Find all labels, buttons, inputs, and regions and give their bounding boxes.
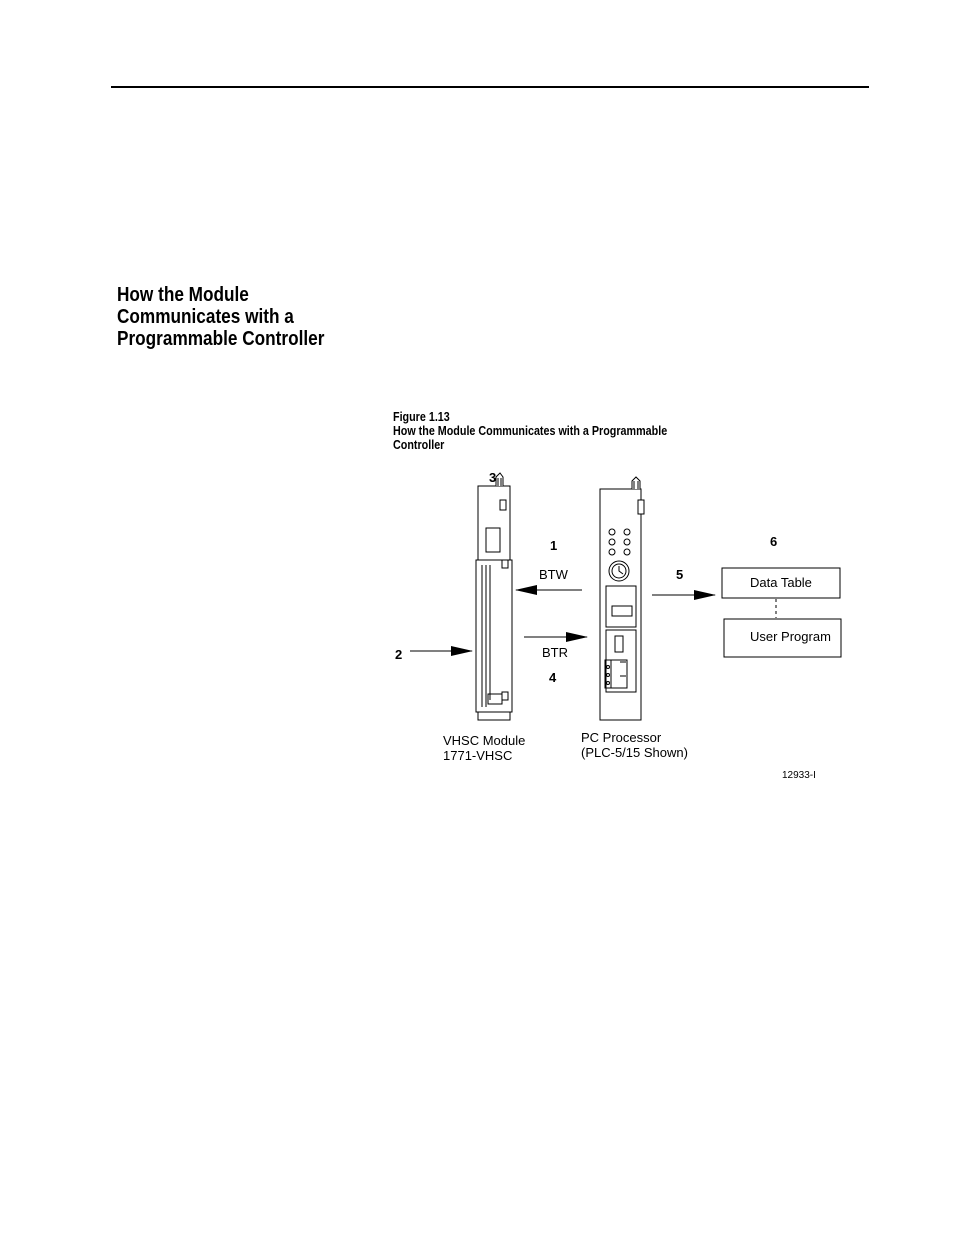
section-heading: How the Module Communicates with a Progr… — [117, 284, 341, 350]
figure-caption: Figure 1.13 How the Module Communicates … — [393, 410, 667, 452]
pc-processor-caption-line-2: (PLC-5/15 Shown) — [581, 745, 688, 760]
vhsc-module-caption-line-2: 1771-VHSC — [443, 748, 512, 763]
figure-title-line-1: How the Module Communicates with a Progr… — [393, 424, 668, 438]
btw-label: BTW — [539, 567, 569, 582]
data-table-label: Data Table — [750, 575, 812, 590]
data-table-box — [721, 567, 841, 599]
btr-label: BTR — [542, 645, 568, 660]
section-heading-line-1: How the Module — [117, 284, 249, 306]
step-5-label: 5 — [676, 567, 683, 582]
step-6-label: 6 — [770, 534, 777, 549]
figure-number: Figure 1.13 — [393, 410, 450, 424]
user-program-box — [723, 618, 842, 658]
figure-title-line-2: Controller — [393, 438, 445, 452]
top-rule — [111, 86, 869, 88]
figure-id: 12933-I — [782, 770, 816, 781]
section-heading-line-2: Communicates with a — [117, 306, 294, 328]
pc-processor-caption-line-1: PC Processor — [581, 730, 662, 745]
section-heading-line-3: Programmable Controller — [117, 328, 325, 350]
vhsc-module-illustration — [475, 472, 513, 721]
step-2-label: 2 — [395, 647, 402, 662]
step-1-label: 1 — [550, 538, 557, 553]
vhsc-module-caption-line-1: VHSC Module — [443, 733, 525, 748]
user-program-label: User Program — [750, 629, 831, 644]
step-4-label: 4 — [549, 670, 557, 685]
pc-processor-illustration — [599, 476, 645, 721]
step-3-label: 3 — [489, 470, 496, 485]
